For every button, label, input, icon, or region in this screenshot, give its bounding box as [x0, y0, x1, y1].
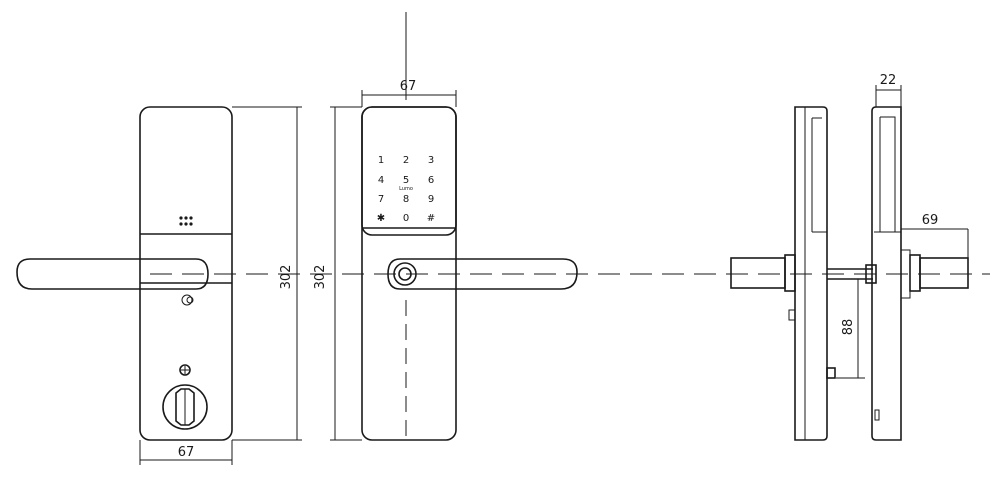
side-exterior-rose	[784, 254, 796, 292]
key-hash[interactable]: #	[427, 213, 435, 224]
back-dimensions	[139, 106, 302, 465]
handle-depth-label: 69	[922, 213, 939, 228]
key-star[interactable]: ✱	[377, 213, 385, 224]
key-8[interactable]: 8	[403, 194, 409, 205]
side-exterior-handle	[730, 257, 786, 289]
key-2[interactable]: 2	[403, 155, 409, 166]
key-6[interactable]: 6	[428, 175, 434, 186]
side-dimensions	[836, 85, 969, 379]
front-width-label: 67	[400, 79, 417, 94]
key-4[interactable]: 4	[378, 175, 384, 186]
vent-dots-icon	[179, 216, 193, 226]
key-0[interactable]: 0	[403, 213, 409, 224]
keypad-panel	[361, 106, 457, 236]
key-5[interactable]: 5	[403, 175, 409, 186]
side-interior-handle	[919, 257, 969, 289]
keypad-brand-label: Lumo	[399, 186, 413, 192]
front-height-label: 302	[313, 265, 328, 290]
bolt-stub	[826, 367, 836, 379]
back-height-label: 302	[279, 265, 294, 290]
spindle-collar	[865, 264, 877, 284]
side-interior-body	[871, 106, 902, 441]
side-interior-rose	[909, 254, 921, 292]
side-exterior-body	[794, 106, 828, 441]
side-exterior-pin	[788, 309, 796, 321]
key-3[interactable]: 3	[428, 155, 434, 166]
key-9[interactable]: 9	[428, 194, 434, 205]
key-1[interactable]: 1	[378, 155, 384, 166]
privacy-button-icon	[181, 294, 194, 306]
screw-icon	[179, 364, 191, 376]
front-handle	[387, 258, 578, 290]
front-dimensions	[330, 12, 457, 441]
thumb-turn	[162, 384, 208, 430]
back-width-label: 67	[178, 445, 195, 460]
key-7[interactable]: 7	[378, 194, 384, 205]
side-interior-pin	[874, 409, 880, 421]
spindle-offset-label: 88	[841, 319, 856, 336]
side-thickness-label: 22	[880, 73, 897, 88]
back-view	[16, 106, 233, 441]
back-handle	[16, 258, 209, 290]
